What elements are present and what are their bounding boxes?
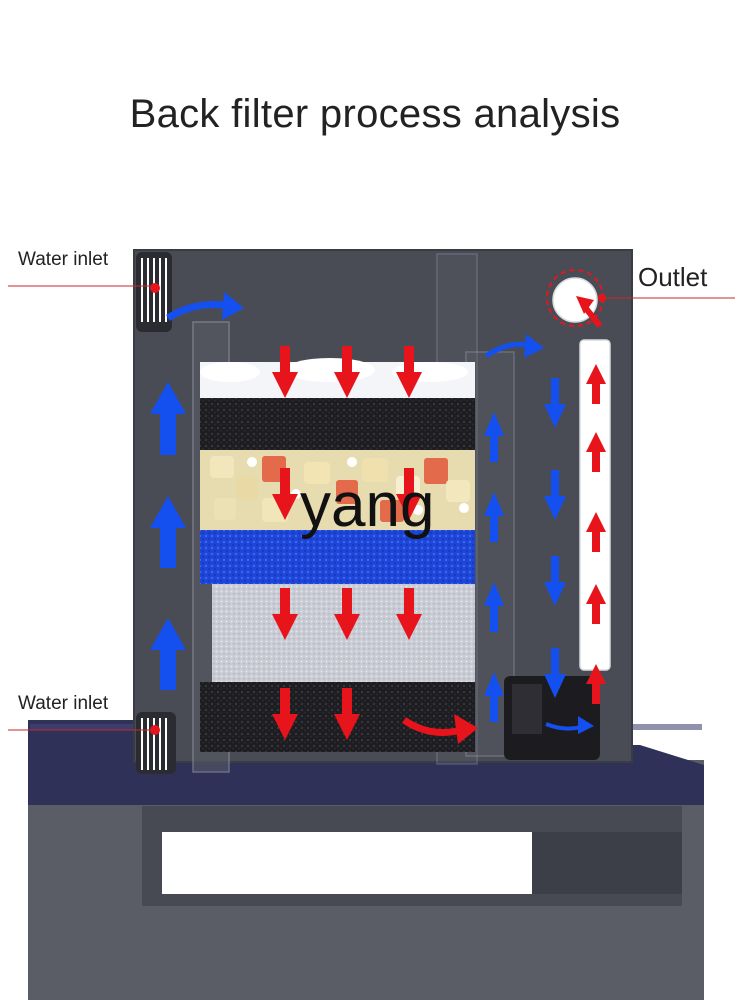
inlet-curve-arrowhead [222,292,244,320]
flow-up-arrows-middle [484,412,504,722]
flow-down-arrows-right [544,378,566,698]
overflow-curve-arrowhead [524,334,544,358]
black-sponge-top [200,398,475,450]
outlet-label: Outlet [638,262,708,292]
flow-down-arrows [272,346,422,740]
water-inlet-top-label: Water inlet [18,249,109,270]
page-title: Back filter process analysis [129,92,621,136]
outlet-spray-arrowhead [576,296,594,314]
blue-sponge-layer [200,530,475,584]
ceramic-rings [210,456,470,522]
transfer-curve-arrowhead [454,714,478,744]
flow-up-arrows-pipe [586,364,606,704]
flow-up-arrows-left [150,382,186,690]
watermark: yang [300,471,435,540]
pump-intake-arrowhead [578,716,594,734]
water-inlet-bottom-label: Water inlet [18,693,109,714]
callout-lines [8,283,735,735]
